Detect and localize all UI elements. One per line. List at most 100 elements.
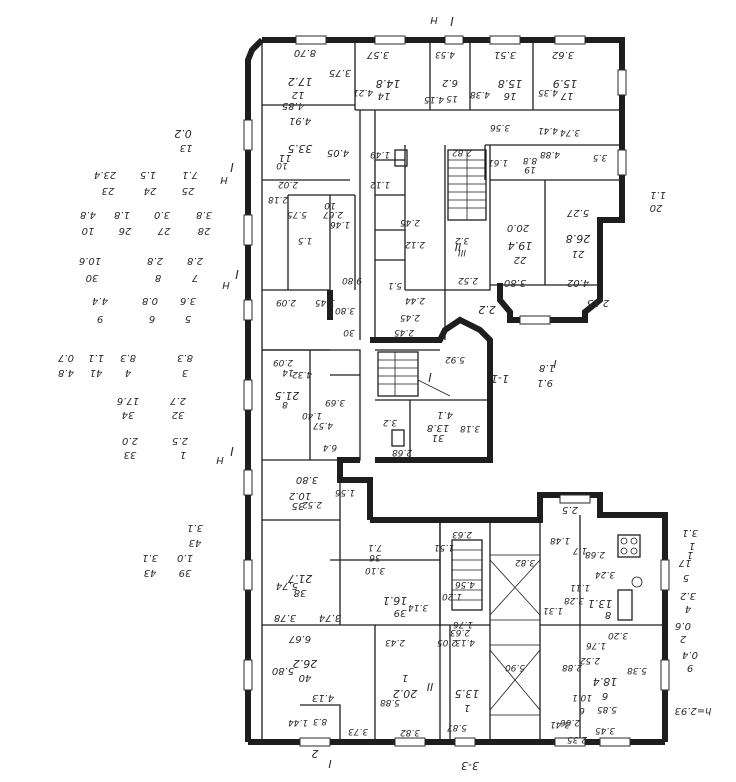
label-low13: 1.51: [434, 542, 454, 552]
label-left15: 4.8: [80, 209, 96, 220]
label-mid6: 3.69: [325, 397, 345, 407]
label-low15: 1.20: [442, 591, 462, 601]
label-low12: 2.63: [452, 529, 472, 539]
label-m22: 1.12: [370, 179, 390, 189]
label-br15: 6: [602, 690, 608, 701]
label-left29: 8.3: [177, 352, 193, 363]
label-edge1: 3.1: [682, 527, 698, 538]
label-left41: 2.5: [172, 435, 188, 446]
label-bot3: 40: [299, 672, 312, 683]
label-mid13: 2.52: [302, 499, 322, 509]
label-left42: 1: [180, 449, 186, 460]
label-sec10: II: [427, 680, 434, 693]
label-stair2: I: [428, 370, 432, 384]
label-low14: 4.56: [455, 579, 475, 589]
label-left23: 3.6: [180, 295, 196, 306]
label-sec5: I: [235, 267, 239, 281]
label-low6: 36: [369, 552, 381, 562]
label-stair5: 31: [432, 432, 445, 443]
label-r-b3: 14: [378, 90, 391, 101]
label-sec14: 2: [312, 747, 319, 760]
label-stair8: 2.68: [392, 447, 412, 457]
stairs-middle: [377, 351, 451, 397]
label-low1: 5.74: [276, 580, 298, 591]
label-low4: 3.78: [274, 612, 296, 623]
label-sec2: I: [450, 14, 454, 28]
label-m13: 2.45: [400, 312, 420, 322]
label-low10: 39: [394, 607, 407, 618]
label-big2: 19.4: [508, 239, 533, 252]
label-br12: 1.76: [586, 640, 606, 650]
label-bot14: 2.05: [437, 637, 457, 647]
bathroom-fixtures: [391, 149, 643, 621]
label-sec11: 1-1: [491, 372, 509, 385]
label-left3: 7.1: [182, 169, 198, 180]
label-r-e3: 17: [560, 90, 573, 101]
label-bot1: 6.67: [288, 633, 311, 644]
label-left38: 32: [172, 409, 185, 420]
stairs-upper: [447, 149, 487, 221]
label-left30: 3: [182, 367, 188, 378]
label-bot13: 3.82: [400, 727, 420, 737]
label-edge3: 17: [678, 557, 691, 568]
label-big8: 5.27: [566, 207, 589, 218]
label-right1: 20: [650, 202, 663, 213]
label-low3: 38: [294, 587, 307, 598]
label-mid7: 4.57: [313, 420, 333, 430]
label-big10: 1.61: [488, 157, 508, 167]
label-r-d2: 15.8: [498, 77, 523, 90]
label-mid5: 4.32: [292, 369, 312, 379]
label-edge6: 4: [685, 603, 691, 614]
label-left36: 4.8: [58, 367, 74, 378]
label-left5: 1.5: [140, 169, 156, 180]
label-r-d5: 3.56: [490, 122, 510, 132]
label-left22: 30: [86, 272, 99, 283]
label-left45: 3.1: [187, 522, 203, 533]
label-left28: 9: [97, 313, 103, 324]
label-big3: 22: [514, 254, 527, 265]
label-edge10: 9: [687, 662, 693, 673]
label-low2: 21.7: [288, 572, 313, 585]
label-big13: 8.8: [523, 155, 538, 165]
label-r-a2: 33.5: [288, 142, 313, 155]
label-right2: 1.1: [650, 189, 666, 200]
label-r-c2: 6.2: [442, 77, 458, 88]
label-sec7: I: [230, 444, 234, 458]
label-m5: 2.67: [323, 209, 343, 219]
label-br22: 2.35: [567, 734, 587, 744]
label-bot15: 13.5: [455, 687, 480, 700]
label-stair6: 3.2: [383, 417, 398, 427]
label-left27: 4.4: [92, 295, 108, 306]
label-m14: 2.45: [394, 327, 414, 337]
windows: [243, 35, 670, 747]
label-left2: 13: [180, 142, 193, 153]
label-br14: 18.4: [593, 675, 618, 688]
label-m2: 2.18: [268, 194, 288, 204]
label-br5: 3.24: [595, 569, 615, 579]
label-mid4: 8: [282, 399, 288, 409]
label-bot12: 5.88: [380, 697, 400, 707]
label-bot7: 8.3: [313, 716, 328, 726]
label-low16: 2.63: [450, 627, 470, 637]
label-big1: 3.80: [504, 277, 526, 288]
label-big7: 21: [572, 248, 585, 259]
label-m17: 3.2: [455, 235, 470, 245]
label-mid2: 14: [282, 367, 294, 377]
label-mid8: 6.4: [323, 442, 338, 452]
label-low11: 3.14: [408, 602, 428, 612]
label-low9: 16.1: [383, 594, 408, 607]
label-left21: 10.6: [79, 255, 101, 266]
label-big6: 26.8: [566, 232, 591, 245]
label-left49: 3.1: [142, 552, 158, 563]
label-bot2: 26.2: [293, 657, 318, 670]
label-low5: 3.10: [365, 565, 385, 575]
label-left31: 8.3: [120, 352, 136, 363]
label-left50: 43: [144, 567, 157, 578]
label-left43: 2.0: [122, 435, 138, 446]
label-mid10: 3.80: [296, 474, 318, 485]
label-left26: 6: [149, 313, 155, 324]
label-bot8: 3.73: [348, 726, 368, 736]
label-left17: 2.8: [187, 255, 203, 266]
